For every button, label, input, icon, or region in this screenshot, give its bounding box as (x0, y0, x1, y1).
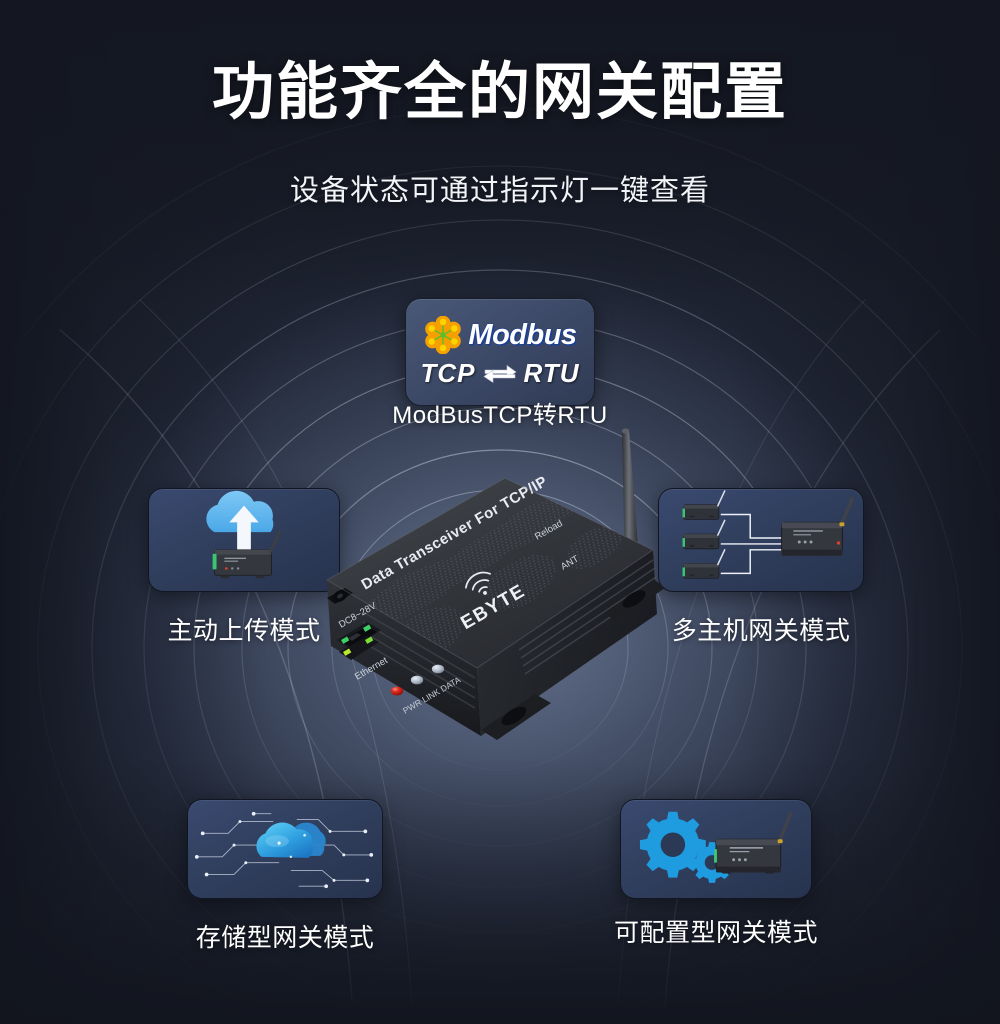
modbus-wordmark: Modbus (468, 318, 577, 351)
protocol-tcp-label: TCP (420, 358, 476, 388)
ethernet-port (337, 622, 381, 660)
feature-card-configurable-gateway[interactable] (620, 799, 812, 899)
front-fins (362, 611, 476, 709)
page-title: 功能齐全的网关配置 (211, 58, 788, 127)
wifi-signal-icon (465, 571, 491, 595)
device-front-face (327, 580, 481, 736)
feature-label-storage-gateway: 存储型网关模式 (195, 924, 375, 952)
cloud-circuit-icon (194, 811, 374, 889)
cloud-upload-icon (206, 490, 281, 579)
page-subtitle: 设备状态可通过指示灯一键查看 (289, 175, 710, 207)
modbus-badge-caption: ModBusTCP转RTU (392, 402, 608, 429)
pwr-led (390, 686, 404, 696)
feature-card-storage-gateway[interactable] (187, 799, 383, 899)
protocol-rtu-label: RTU (523, 358, 580, 388)
modbus-flower-icon (425, 316, 462, 354)
mounting-ears (481, 580, 665, 740)
top-face-edge (325, 477, 655, 669)
bidirectional-arrows-icon (482, 364, 517, 383)
data-led (431, 664, 445, 674)
feature-card-active-upload[interactable] (148, 488, 340, 592)
feature-label-multi-host-gateway: 多主机网关模式 (671, 617, 851, 645)
status-led-group (390, 664, 445, 696)
gateway-device-illustration: Data Transceiver For TCP/IP Reload ANT D… (325, 428, 665, 740)
multi-host-network-icon (682, 490, 854, 579)
gears-device-icon (639, 811, 793, 883)
modbus-protocol-badge: Modbus TCP RTU (405, 298, 595, 406)
link-led (410, 675, 424, 685)
feature-card-multi-host-gateway[interactable] (658, 488, 864, 592)
world-map-dot-pattern (359, 478, 623, 663)
feature-label-active-upload: 主动上传模式 (167, 617, 321, 645)
product-device-image: Data Transceiver For TCP/IP Reload ANT D… (305, 400, 705, 800)
power-jack (327, 588, 353, 604)
feature-label-configurable-gateway: 可配置型网关模式 (613, 919, 818, 947)
